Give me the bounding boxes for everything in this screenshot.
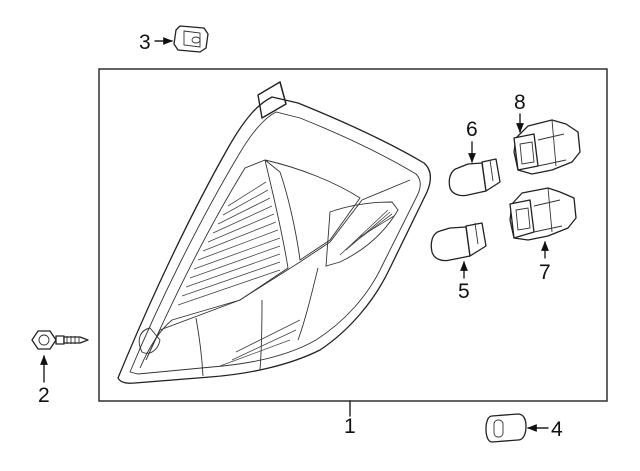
callout-3: 3 (139, 31, 151, 54)
leader-arrows (40, 37, 549, 432)
callout-1: 1 (344, 415, 356, 438)
callout-8: 8 (514, 91, 526, 114)
screw-part[interactable] (31, 330, 89, 350)
clip-part[interactable] (173, 25, 209, 53)
bulb-lower-part[interactable] (430, 222, 487, 262)
callout-7: 7 (539, 261, 551, 284)
bulb-upper-part[interactable] (448, 158, 501, 197)
grommet-part[interactable] (485, 413, 527, 443)
callout-2: 2 (38, 384, 50, 407)
tail-lamp-assembly[interactable] (117, 81, 432, 384)
callout-5: 5 (458, 280, 470, 303)
socket-upper-part[interactable] (513, 119, 581, 175)
callout-6: 6 (466, 118, 478, 141)
callout-4: 4 (551, 418, 563, 441)
assembly-frame (98, 68, 608, 402)
socket-lower-part[interactable] (509, 187, 577, 241)
